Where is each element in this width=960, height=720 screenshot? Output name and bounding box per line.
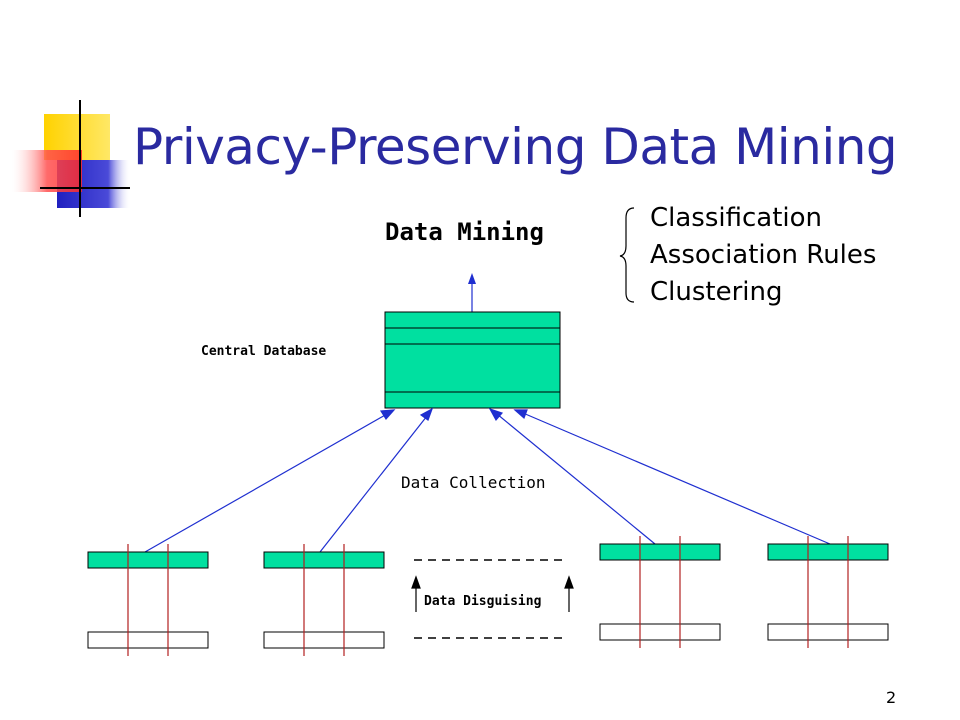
client-record-4 <box>767 536 889 648</box>
technique-item: Classification <box>650 203 823 233</box>
data-disguising-label: Data Disguising <box>424 594 542 609</box>
page-number: 2 <box>886 688 897 707</box>
deco-red-square <box>12 150 82 192</box>
mining-arrow <box>468 273 476 312</box>
central-database <box>384 311 561 409</box>
client-record-3 <box>599 536 721 648</box>
slide-title: Privacy-Preserving Data Mining <box>133 118 898 176</box>
technique-item: Association Rules <box>650 240 877 270</box>
client-record-2 <box>263 544 385 656</box>
techniques-brace <box>619 207 635 303</box>
technique-item: Clustering <box>650 277 783 307</box>
collection-arrows <box>144 407 831 553</box>
central-database-label: Central Database <box>201 344 327 359</box>
disguise-arrows <box>411 575 574 612</box>
data-collection-label: Data Collection <box>401 473 546 492</box>
corner-decoration <box>12 100 130 217</box>
client-record-1 <box>87 544 209 656</box>
data-mining-label: Data Mining <box>385 218 544 246</box>
techniques-list: Classification Association Rules Cluster… <box>650 200 876 311</box>
